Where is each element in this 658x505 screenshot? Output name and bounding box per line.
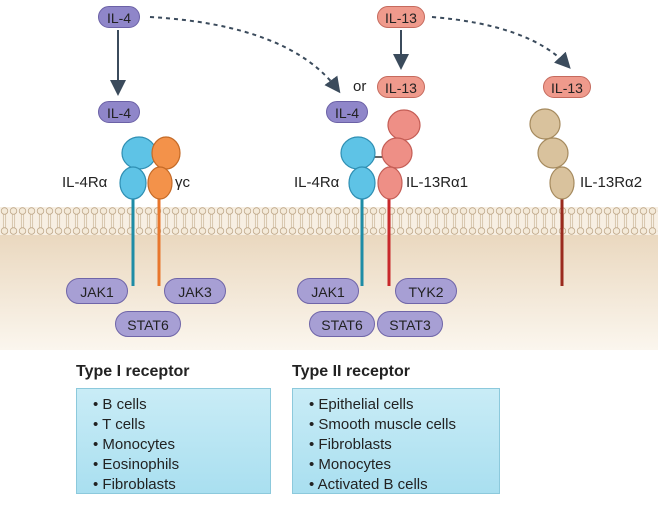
tyk2-kinase: TYK2 <box>395 278 457 304</box>
type1-cell-item: T cells <box>93 415 270 435</box>
type2-cell-item: Smooth muscle cells <box>309 415 499 435</box>
il13ra1-label: IL-13Rα1 <box>406 174 469 191</box>
or-label: or <box>353 78 367 95</box>
type1-cell-list: B cells T cells Monocytes Eosinophils Fi… <box>76 388 271 494</box>
il13ra2-domain-c <box>549 166 575 200</box>
stat6-1: STAT6 <box>115 311 181 337</box>
type2-cell-item: Epithelial cells <box>309 395 499 415</box>
gc-domain-b <box>147 166 173 200</box>
il4ra-domain-2a <box>340 136 376 170</box>
type1-cell-item: Fibroblasts <box>93 475 270 495</box>
type1-cell-item: B cells <box>93 395 270 415</box>
type1-cell-item: Monocytes <box>93 435 270 455</box>
type2-cell-item: Fibroblasts <box>309 435 499 455</box>
jak3-kinase: JAK3 <box>164 278 226 304</box>
il13-ligand-top: IL-13 <box>377 6 425 28</box>
il13ra1-domain-b <box>381 137 413 169</box>
gc-domain-a <box>151 136 181 170</box>
type2-title: Type II receptor <box>292 363 410 380</box>
stat6-2: STAT6 <box>309 311 375 337</box>
jak1-kinase-1: JAK1 <box>66 278 128 304</box>
il4ra-label-2: IL-4Rα <box>294 174 340 191</box>
type1-cell-item: Eosinophils <box>93 455 270 475</box>
il13ra2-label: IL-13Rα2 <box>580 174 643 191</box>
il4ra-domain-1a <box>121 136 157 170</box>
type2-cell-item: Activated B cells <box>309 475 499 495</box>
il4-ligand-top: IL-4 <box>98 6 140 28</box>
il13ra2-domain-a <box>529 108 561 140</box>
il4-ligand-bound-1: IL-4 <box>98 101 140 123</box>
il4ra-label-1: IL-4Rα <box>62 174 108 191</box>
il13ra1-domain-a <box>387 109 421 141</box>
il4-ligand-bound-2: IL-4 <box>326 101 368 123</box>
il13-ligand-bound-2: IL-13 <box>543 76 591 98</box>
gc-label: γc <box>175 174 190 191</box>
type2-cell-item: Monocytes <box>309 455 499 475</box>
il4ra-domain-2b <box>348 166 376 200</box>
il4ra-domain-1b <box>119 166 147 200</box>
il13ra1-domain-c <box>377 166 403 200</box>
type2-cell-list: Epithelial cells Smooth muscle cells Fib… <box>292 388 500 494</box>
stat3: STAT3 <box>377 311 443 337</box>
il13ra2-domain-b <box>537 137 569 169</box>
il13-ligand-bound-1: IL-13 <box>377 76 425 98</box>
arrow-il13-to-type3 <box>431 16 571 69</box>
type1-title: Type I receptor <box>76 363 190 380</box>
jak1-kinase-2: JAK1 <box>297 278 359 304</box>
arrow-il4-to-type2 <box>149 16 341 94</box>
